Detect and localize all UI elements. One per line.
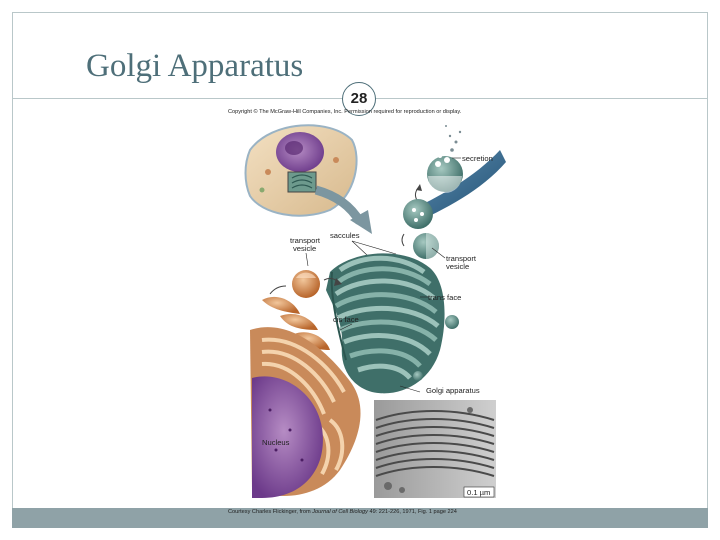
plasma-membrane — [406, 125, 506, 224]
credit-suffix: 49: 221-226, 1971, Fig. 1 page 224 — [367, 509, 457, 515]
label-cis-face: cis face — [333, 315, 359, 324]
label-transport-vesicle-left-1: transport — [290, 236, 321, 245]
electron-micrograph — [374, 400, 496, 498]
label-nucleus: Nucleus — [262, 438, 290, 447]
secretory-vesicle — [403, 199, 433, 229]
golgi-stack — [326, 253, 445, 394]
label-transport-vesicle-left-2: vesicle — [293, 244, 316, 253]
page-number-badge: 28 — [342, 82, 376, 116]
copyright-notice: Copyright © The McGraw-Hill Companies, I… — [228, 109, 462, 115]
golgi-vesicle-small — [413, 371, 423, 381]
label-secretion: secretion — [462, 154, 493, 163]
scale-bar-box — [463, 486, 495, 498]
footer-bar — [12, 508, 708, 528]
image-credit: Courtesy Charles Flickinger, from Journa… — [228, 509, 457, 515]
label-transport-vesicle-right-2: vesicle — [446, 262, 469, 271]
label-scale-bar: 0.1 µm — [467, 488, 490, 497]
nucleus — [252, 376, 323, 498]
golgi-vesicle — [445, 315, 459, 329]
credit-journal: Journal of Cell Biology — [312, 509, 368, 515]
zoom-arrow-head — [350, 210, 372, 234]
credit-prefix: Courtesy Charles Flickinger, from — [228, 509, 313, 515]
label-golgi-apparatus: Golgi apparatus — [426, 386, 480, 395]
label-transport-vesicle-right-1: transport — [446, 254, 477, 263]
label-trans-face: trans face — [428, 293, 461, 302]
label-saccules: saccules — [330, 231, 360, 240]
slide-title: Golgi Apparatus — [86, 48, 304, 84]
